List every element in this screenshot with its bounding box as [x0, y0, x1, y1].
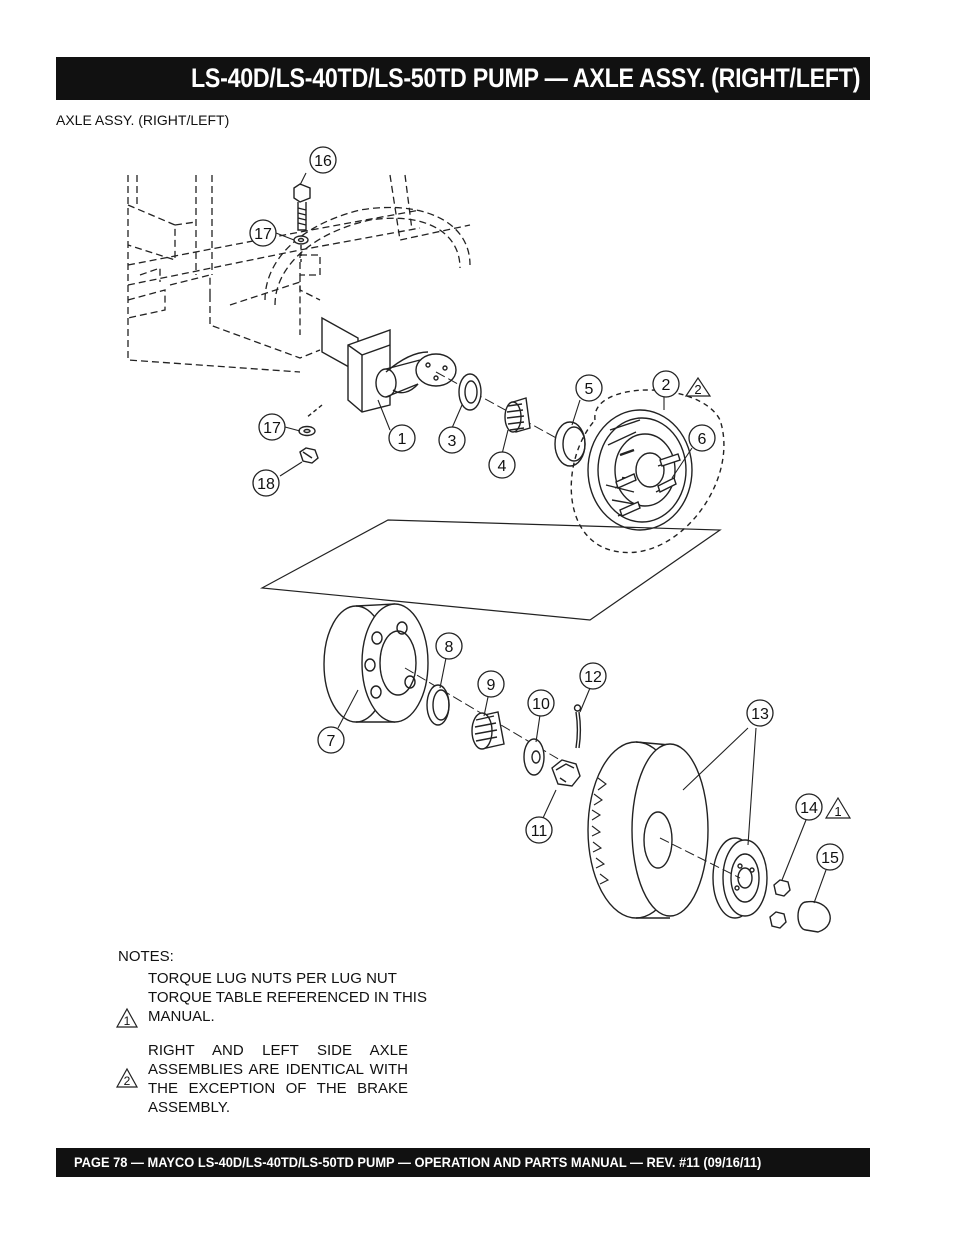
- inner-bearing: [504, 397, 531, 433]
- lug-nut: [769, 879, 791, 929]
- callout-6: 6: [698, 431, 707, 448]
- flag-triangles: [684, 376, 852, 819]
- figure-caption: AXLE ASSY. (RIGHT/LEFT): [56, 112, 230, 128]
- note-1-marker: 1: [124, 1014, 131, 1028]
- trailer-frame: [127, 174, 471, 373]
- bearing-cup: [554, 421, 586, 467]
- hub-drum: [323, 603, 429, 723]
- callout-9: 9: [487, 677, 496, 694]
- page-header: LS-40D/LS-40TD/LS-50TD PUMP — AXLE ASSY.…: [56, 57, 870, 100]
- notes-section: NOTES: 1 TORQUE LUG NUTS PER LUG NUT TOR…: [115, 947, 438, 1117]
- flag-note-1: 1: [834, 804, 841, 819]
- hub-cap: [797, 901, 831, 933]
- page-footer: PAGE 78 — MAYCO LS-40D/LS-40TD/LS-50TD P…: [56, 1148, 870, 1177]
- callout-7: 7: [327, 733, 336, 750]
- hex-nut: [299, 447, 319, 464]
- callout-18: 18: [257, 476, 275, 493]
- outer-bearing-cup: [426, 684, 450, 726]
- flag-note-2: 2: [694, 382, 701, 397]
- callout-10: 10: [532, 696, 550, 713]
- callout-2: 2: [662, 377, 671, 394]
- callout-16: 16: [314, 153, 332, 170]
- castle-nut: [551, 759, 581, 787]
- wheel-studs: [614, 453, 681, 517]
- callout-5: 5: [585, 381, 594, 398]
- note-2-triangle-icon: 2: [115, 1067, 139, 1088]
- callout-8: 8: [445, 639, 454, 656]
- callout-13: 13: [751, 706, 769, 723]
- bolt: [293, 183, 311, 231]
- wheel-rim: [712, 837, 768, 919]
- note-2-marker: 2: [124, 1074, 131, 1088]
- callout-11: 11: [531, 823, 548, 840]
- note-1: 1 TORQUE LUG NUTS PER LUG NUT TORQUE TAB…: [115, 969, 438, 1028]
- callout-14: 14: [800, 800, 818, 817]
- brake-assembly: [570, 389, 725, 554]
- tire: [587, 741, 709, 919]
- note-2: 2 RIGHT AND LEFT SIDE AXLE ASSEMBLIES AR…: [115, 1041, 438, 1117]
- callout-17-bottom: 17: [263, 420, 281, 437]
- page-title: LS-40D/LS-40TD/LS-50TD PUMP — AXLE ASSY.…: [190, 63, 861, 93]
- note-1-text: TORQUE LUG NUTS PER LUG NUT TORQUE TABLE…: [148, 970, 427, 1025]
- callout-3: 3: [448, 433, 457, 450]
- note-2-text: RIGHT AND LEFT SIDE AXLE ASSEMBLIES ARE …: [148, 1042, 408, 1116]
- cotter-pin: [573, 704, 582, 749]
- washer-top: [293, 235, 309, 245]
- callout-12: 12: [584, 669, 602, 686]
- grease-seal: [458, 373, 482, 411]
- outer-bearing: [471, 711, 505, 750]
- notes-heading: NOTES:: [118, 948, 174, 965]
- callout-15: 15: [821, 850, 839, 867]
- spindle-washer: [523, 738, 545, 776]
- callout-17-top: 17: [254, 226, 272, 243]
- callout-1: 1: [398, 431, 407, 448]
- footer-text: PAGE 78 — MAYCO LS-40D/LS-40TD/LS-50TD P…: [74, 1154, 762, 1170]
- note-1-triangle-icon: 1: [115, 1007, 139, 1028]
- washer-bottom: [298, 425, 316, 437]
- callout-4: 4: [498, 458, 507, 475]
- axle-spindle-bracket: [321, 316, 457, 413]
